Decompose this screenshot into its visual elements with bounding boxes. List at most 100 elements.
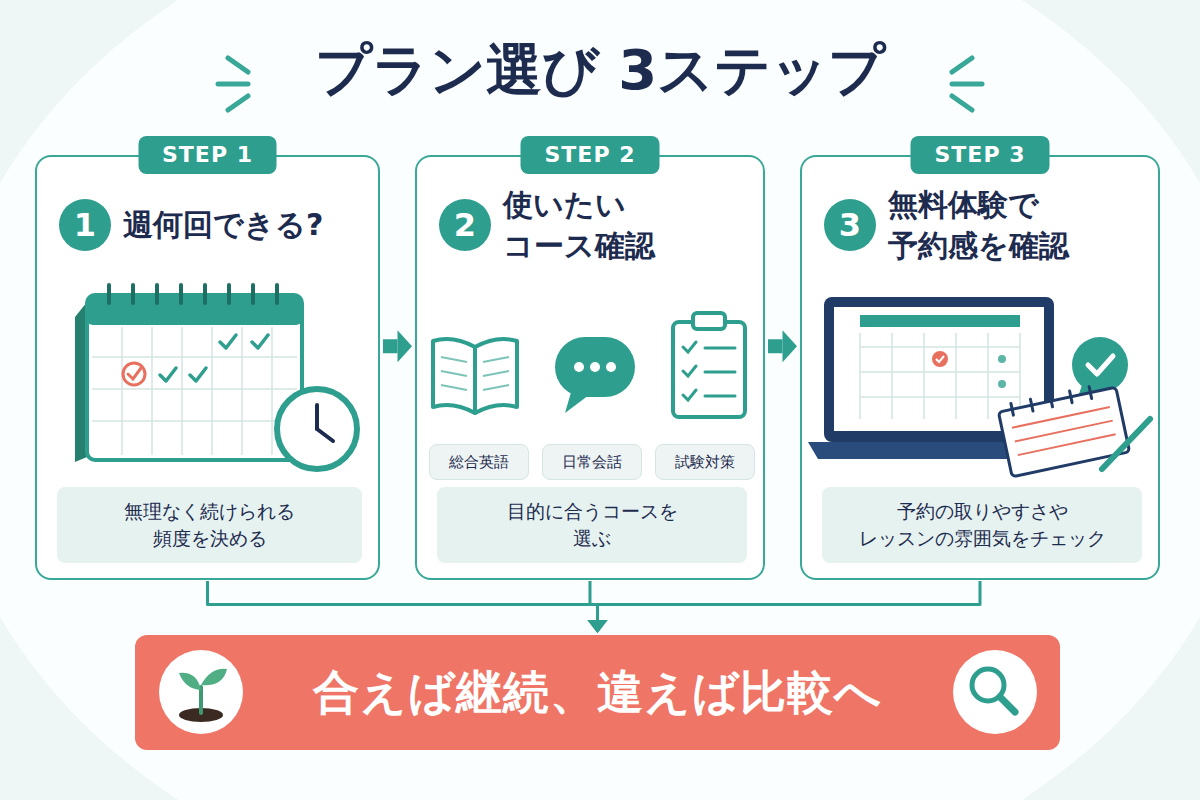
drawing-part [673,322,745,417]
drawing-part [179,285,183,303]
drawing-part [998,380,1006,388]
drawing-part [1011,403,1013,415]
drawing-part [218,82,248,87]
drawing-part [275,285,279,303]
drawing-part [441,385,467,390]
drawing-part [1000,697,1015,712]
drawing-part [952,96,972,110]
course-pill: 試験対策 [655,444,755,480]
drawing-part [1030,399,1032,411]
step-panel: STEP 3無料体験で 予約感を確認3予約の取りやすさや レッスンの雰囲気をチェ… [800,155,1160,580]
drawing-part [241,327,243,455]
course-label: 日常会話 [562,453,622,472]
drawing-part [271,327,273,455]
drawing-part [574,362,584,372]
drawing-part [932,351,948,367]
drawing-part [131,285,135,303]
drawing-part [705,371,735,374]
drawing-part [860,396,1020,398]
step-tab: STEP 3 [911,136,1050,174]
course-pill: 日常会話 [542,444,642,480]
drawing-part [1070,391,1072,403]
step-number: 3 [839,209,861,241]
drawing-part [860,333,1020,419]
drawing-part [483,385,509,390]
drawing-part [693,313,725,329]
drawing-part [891,333,893,419]
drawing-part [87,295,302,460]
drawing-part [159,650,243,734]
drawing-part [1088,356,1113,374]
drawing-part [998,355,1006,363]
drawing-part [1050,395,1052,407]
drawing-part [1011,387,1092,415]
drawing-part [952,58,972,72]
drawing-part [433,339,517,413]
arrow-head [588,620,608,633]
drawing-part [475,339,517,413]
drawing-part [121,327,123,455]
arrow-head [588,620,608,633]
step-number-circle: 2 [439,199,491,251]
drawing-part [109,285,277,303]
flow-connector [588,581,981,633]
drawing-part [555,337,635,397]
drawing-part [683,342,735,400]
flow-connector [768,330,797,362]
step-tab: STEP 1 [138,136,277,174]
drawing-part [252,335,268,348]
drawing-part [860,371,1020,373]
course-label: 試験対策 [675,453,735,472]
drawing-part [220,335,236,348]
step-number: 1 [74,209,96,241]
arrow-shaft [383,339,398,353]
drawing-part [705,395,735,398]
drawing-part [859,333,861,419]
drawing-part [228,58,248,72]
drawing-part [179,673,201,690]
drawing-part [955,333,957,419]
note-text: 無理なく続けられる 頻度を決める [124,498,295,551]
drawing-part [433,339,475,413]
drawing-part [151,327,153,455]
note-text: 予約の取りやすさや レッスンの雰囲気をチェック [859,498,1106,551]
step-heading: 無料体験で 予約感を確認 [888,184,1069,267]
drawing-part [190,368,206,381]
drawing-part [987,333,989,419]
drawing-part [92,327,297,455]
result-text: 合えば継続、違えば比較へ [313,662,882,724]
arrow-shaft [768,339,783,353]
drawing-part [123,363,145,385]
drawing-part [1012,407,1116,455]
flow-connector [208,581,608,633]
drawing-part [277,389,357,469]
merge-line [208,581,598,622]
drawing-part [1018,434,1116,455]
note-box: 目的に合うコースを 選ぶ [437,487,747,563]
drawing-part [860,315,1020,327]
step-panel: STEP 1週何回できる?1無理なく続けられる 頻度を決める [35,155,380,580]
drawing-part [1102,419,1150,469]
arrow-head [398,330,413,362]
drawing-part [936,356,944,362]
diagram-title: プラン選び 3ステップ [0,36,1200,103]
drawing-part [590,362,600,372]
drawing-part [227,285,231,303]
arrow-head [783,330,798,362]
drawing-part [483,357,509,362]
drawing-part [107,285,111,303]
drawing-part [228,96,248,110]
step-panel: STEP 2使いたい コース確認2総合英語日常会話試験対策目的に合うコースを 選… [415,155,765,580]
drawing-part [683,390,696,400]
step-number-circle: 1 [59,199,111,251]
drawing-part [834,307,1044,431]
drawing-part [441,371,467,376]
drawing-part [155,285,159,303]
drawing-part [953,650,1037,734]
drawing-part [441,357,467,362]
drawing-part [160,335,268,381]
drawing-part [181,327,183,455]
drawing-part [1072,337,1128,393]
step-number: 2 [454,209,476,241]
